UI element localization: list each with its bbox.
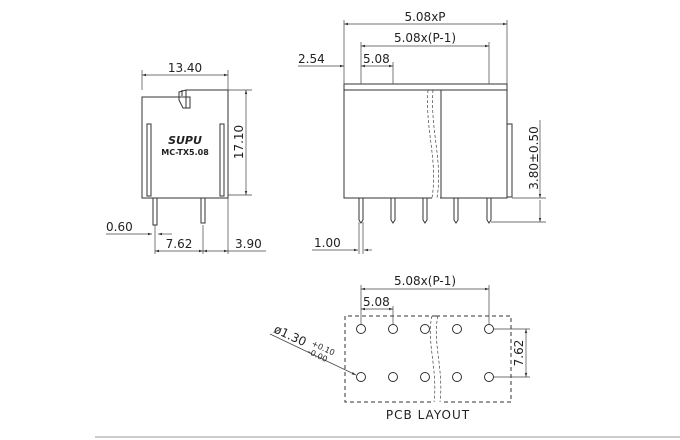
dim-pin-spacing: 7.62 [166, 237, 193, 251]
pcb-dim-span: 5.08x(P-1) [394, 274, 456, 288]
dim-width: 13.40 [168, 61, 202, 75]
side-pin-left [152, 197, 158, 226]
front-pins [358, 198, 492, 224]
side-pin-right [200, 197, 206, 224]
dim-height: 17.10 [232, 125, 246, 159]
side-rib-left [146, 123, 152, 197]
front-side-rib [506, 123, 513, 198]
pcb-title: PCB LAYOUT [386, 408, 470, 422]
dim-pin: 1.00 [314, 236, 341, 250]
dim-span: 5.08x(P-1) [394, 31, 456, 45]
side-rib-right [219, 123, 225, 197]
front-top-strip [343, 83, 508, 91]
hole-dim: ø1.30 +0.10 -0.00 [272, 322, 336, 364]
front-view: 5.08xP 5.08x(P-1) 5.08 2.54 3.80±0.50 1.… [298, 10, 546, 254]
front-body-outline [343, 90, 508, 199]
pcb-layout: 5.08x(P-1) 5.08 7.62 ø1.30 +0.10 -0.00 P… [269, 274, 530, 422]
dim-pitch: 5.08 [363, 52, 390, 66]
dim-offset: 3.90 [235, 237, 262, 251]
dim-pin-length: 3.80±0.50 [527, 126, 541, 190]
hole-diameter: ø1.30 [272, 322, 309, 349]
dim-pin-width: 0.60 [106, 220, 133, 234]
brand-logo: SUPU [168, 134, 202, 147]
model-label: MC-TX5.08 [161, 148, 209, 157]
pcb-dim-pitch: 5.08 [363, 295, 390, 309]
side-latch [142, 90, 187, 108]
side-body-outline [141, 89, 229, 199]
pcb-dim-row: 7.62 [512, 340, 526, 367]
pcb-holes [356, 324, 494, 382]
dim-edge: 2.54 [298, 52, 325, 66]
pcb-outline [344, 315, 512, 403]
dim-total: 5.08xP [404, 10, 445, 24]
side-view: SUPU MC-TX5.08 13.40 17.10 0.60 7.62 3.9… [106, 61, 266, 254]
